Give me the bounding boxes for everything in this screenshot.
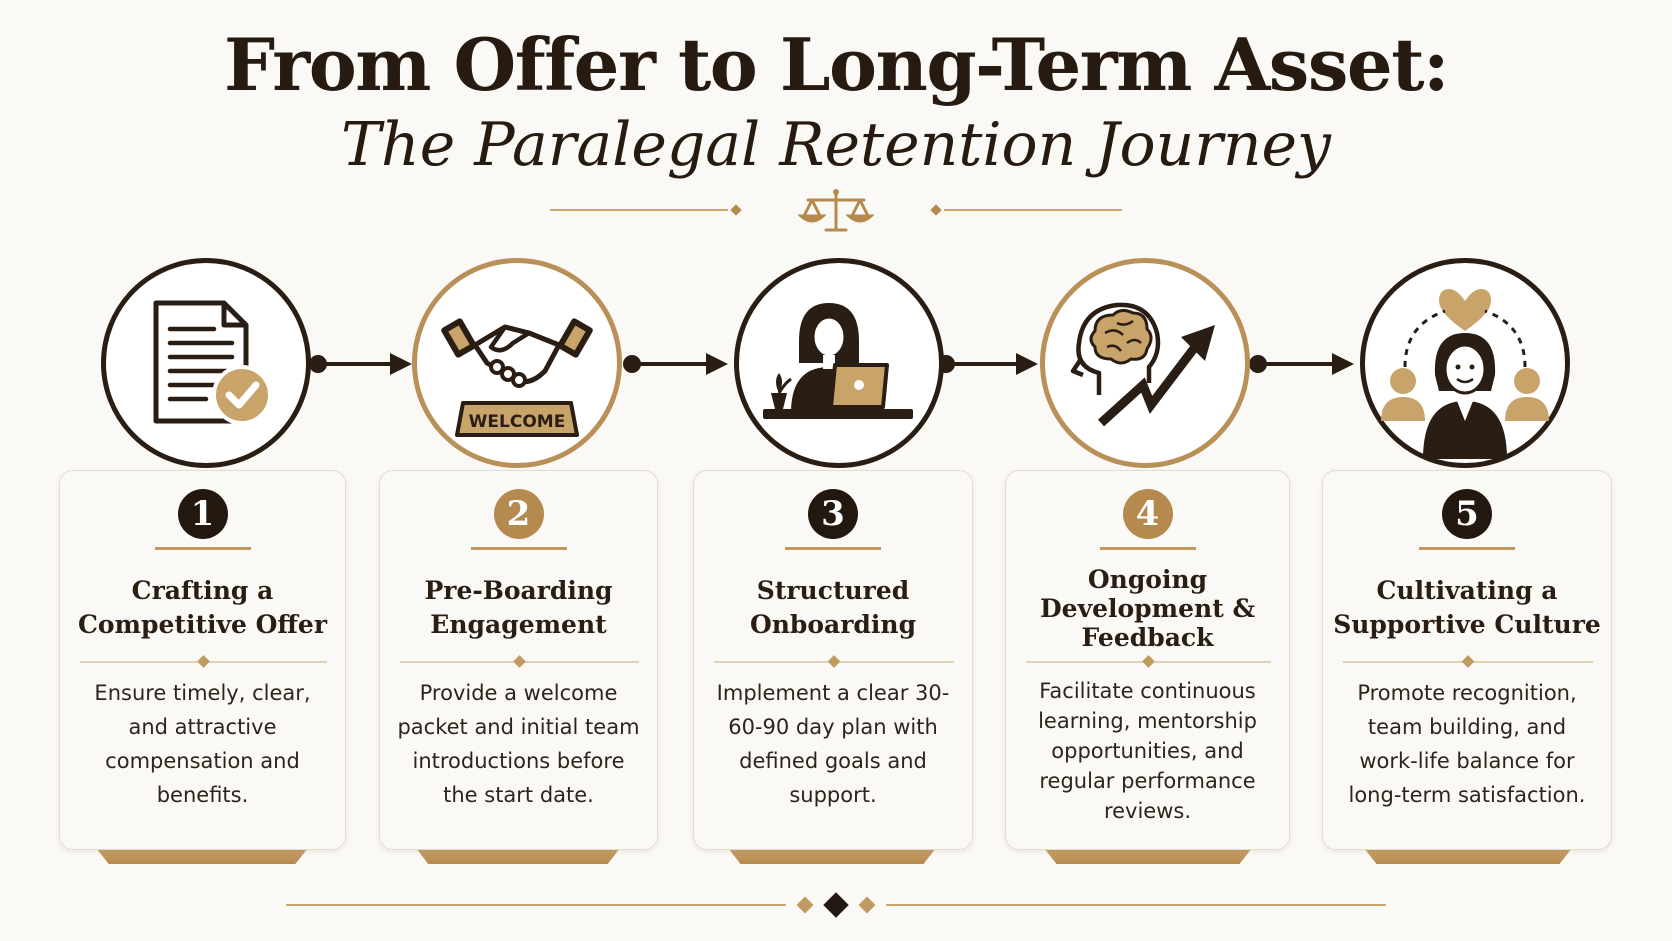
step-number-badge: 1 bbox=[177, 489, 228, 539]
step-5-icon-circle bbox=[1360, 258, 1570, 468]
step-card-5: 5 Cultivating a Supportive Culture Promo… bbox=[1322, 470, 1612, 850]
card-2-base bbox=[416, 848, 620, 864]
step-title: Structured Onboarding bbox=[704, 563, 962, 653]
step-description: Promote recognition, team building, and … bbox=[1348, 681, 1586, 807]
step-title-line: Ongoing bbox=[1087, 564, 1208, 594]
divider-diamond bbox=[1026, 655, 1271, 668]
connector-arrow-4-5 bbox=[1249, 353, 1354, 375]
step-card-2: 2 Pre-Boarding Engagement Provide a welc… bbox=[379, 470, 658, 850]
step-description: Implement a clear 30-60-90 day plan with… bbox=[716, 681, 950, 807]
step-3-icon-circle bbox=[734, 258, 944, 468]
card-5-base bbox=[1364, 848, 1572, 864]
welcome-sign-text: WELCOME bbox=[469, 412, 566, 432]
card-1-base bbox=[96, 848, 308, 864]
team-heart-icon bbox=[1381, 289, 1549, 459]
step-title: Pre-Boarding Engagement bbox=[390, 563, 647, 653]
step-4-icon-circle bbox=[1040, 258, 1250, 468]
title-underline bbox=[470, 547, 567, 550]
title-underline bbox=[154, 547, 251, 550]
page-subtitle: The Paralegal Retention Journey bbox=[341, 110, 1331, 180]
brain-growth-arrow-icon bbox=[1070, 302, 1215, 427]
step-title: Cultivating a Supportive Culture bbox=[1333, 563, 1601, 653]
page-title: From Offer to Long-Term Asset: bbox=[223, 22, 1450, 107]
title-underline bbox=[1419, 547, 1515, 550]
step-title-line: Structured bbox=[756, 576, 910, 605]
step-title-line: Development & bbox=[1039, 593, 1256, 623]
title-underline bbox=[1099, 547, 1196, 550]
step-title-line: Onboarding bbox=[749, 610, 917, 639]
step-card-4: 4 Ongoing Development & Feedback Facilit… bbox=[1005, 470, 1290, 850]
step-title-line: Cultivating a bbox=[1376, 576, 1558, 605]
step-number-badge: 3 bbox=[808, 489, 858, 539]
connector-arrow-2-3 bbox=[623, 353, 728, 375]
step-card-3: 3 Structured Onboarding Implement a clea… bbox=[693, 470, 973, 850]
step-title-line: Supportive Culture bbox=[1333, 610, 1601, 639]
step-description: Ensure timely, clear, and attractive com… bbox=[94, 681, 311, 807]
step-title: Crafting a Competitive Offer bbox=[70, 563, 335, 653]
step-title-line: Competitive Offer bbox=[77, 610, 327, 639]
card-3-base bbox=[728, 848, 936, 864]
step-title-line: Feedback bbox=[1081, 622, 1214, 652]
step-title-line: Pre-Boarding bbox=[424, 576, 613, 605]
step-description: Facilitate continuous learning, mentorsh… bbox=[1038, 679, 1257, 823]
handshake-welcome-icon: WELCOME bbox=[441, 318, 593, 437]
step-title-line: Crafting a bbox=[131, 576, 274, 605]
document-check-icon bbox=[153, 300, 272, 425]
divider-diamond bbox=[1343, 655, 1593, 668]
woman-at-laptop-icon bbox=[763, 303, 913, 419]
bottom-diamond-ornament bbox=[286, 892, 1386, 918]
step-card-1: 1 Crafting a Competitive Offer Ensure ti… bbox=[59, 470, 346, 850]
card-4-base bbox=[1044, 848, 1252, 864]
scales-of-justice-icon bbox=[550, 189, 1122, 232]
step-title-line: Engagement bbox=[430, 610, 607, 639]
step-description: Provide a welcome packet and initial tea… bbox=[397, 681, 640, 807]
connector-arrow-1-2 bbox=[309, 353, 412, 375]
step-number-badge: 5 bbox=[1442, 489, 1492, 539]
connector-arrow-3-4 bbox=[937, 353, 1038, 375]
divider-diamond bbox=[80, 655, 327, 668]
step-1-icon-circle bbox=[101, 258, 311, 468]
divider-diamond bbox=[400, 655, 639, 668]
step-2-icon-circle: WELCOME bbox=[412, 258, 622, 468]
step-number-badge: 2 bbox=[493, 489, 544, 539]
divider-diamond bbox=[714, 655, 954, 668]
step-number-badge: 4 bbox=[1122, 489, 1173, 539]
step-title: Ongoing Development & Feedback bbox=[1016, 563, 1279, 653]
title-underline bbox=[785, 547, 881, 550]
